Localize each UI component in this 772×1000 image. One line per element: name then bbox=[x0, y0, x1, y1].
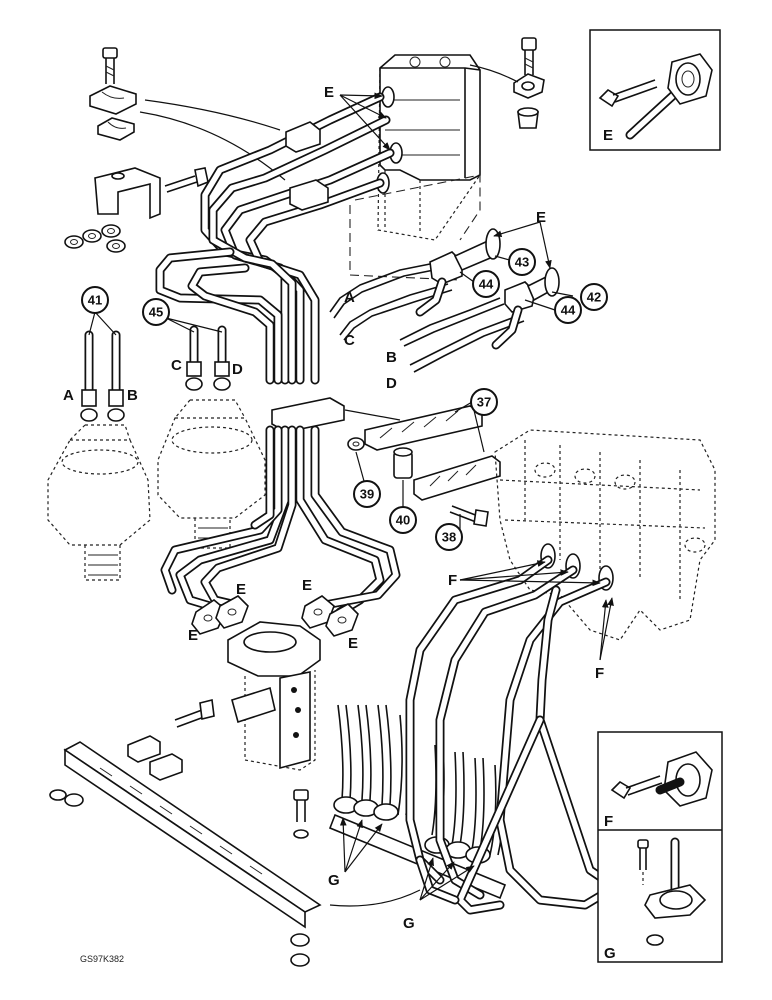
label-e-detail: E bbox=[603, 127, 613, 144]
svg-text:43: 43 bbox=[515, 255, 529, 270]
rotary-motor-left bbox=[47, 424, 151, 581]
svg-text:40: 40 bbox=[396, 513, 410, 528]
washer-39 bbox=[347, 437, 365, 451]
pipe-clamp-top bbox=[89, 85, 137, 141]
detail-e-box bbox=[589, 29, 721, 151]
strap-nuts bbox=[49, 789, 310, 967]
label-e-bl1: E bbox=[236, 581, 246, 598]
label-a-top: A bbox=[344, 289, 355, 306]
svg-text:38: 38 bbox=[442, 530, 456, 545]
label-e-right: E bbox=[536, 209, 546, 226]
label-b-top: B bbox=[386, 349, 397, 366]
lower-manifold-pipes bbox=[405, 555, 617, 915]
mounting-bracket bbox=[94, 167, 161, 220]
callout-41: 41 bbox=[81, 286, 109, 314]
callout-43: 43 bbox=[508, 248, 536, 276]
tee-fittings bbox=[415, 228, 560, 350]
mounting-strap bbox=[63, 741, 322, 929]
hose-fittings-45 bbox=[185, 325, 231, 391]
svg-text:39: 39 bbox=[360, 487, 374, 502]
clamp-bolt bbox=[102, 47, 118, 84]
svg-text:42: 42 bbox=[587, 290, 601, 305]
label-a-motor: A bbox=[63, 387, 74, 404]
lower-clamp bbox=[127, 735, 183, 781]
strap-bolt bbox=[293, 789, 309, 839]
bolt-38 bbox=[449, 505, 489, 527]
label-d-motor: D bbox=[232, 361, 243, 378]
detail-fg-box bbox=[597, 731, 723, 963]
nuts-and-washers bbox=[64, 224, 126, 253]
label-f-lower: F bbox=[595, 665, 604, 682]
upper-pipe-bundle bbox=[155, 92, 395, 385]
label-e-top: E bbox=[324, 84, 334, 101]
svg-text:37: 37 bbox=[477, 395, 491, 410]
bracket-bolt bbox=[164, 167, 209, 193]
callout-40: 40 bbox=[389, 506, 417, 534]
letter-labels: E E E A C B D A B C D E E E E F F F G G … bbox=[63, 84, 616, 962]
valve-bolt bbox=[174, 699, 215, 728]
control-valve-block bbox=[349, 54, 481, 281]
rotary-motor-right bbox=[157, 399, 266, 549]
hose-fittings-41 bbox=[80, 330, 125, 422]
drawing-code: GS97K382 bbox=[80, 954, 124, 964]
callout-39: 39 bbox=[353, 480, 381, 508]
pipe-lines-abcd bbox=[329, 261, 525, 373]
leader-arrows bbox=[88, 92, 614, 901]
svg-text:44: 44 bbox=[479, 277, 494, 292]
label-b-motor: B bbox=[127, 387, 138, 404]
callout-38: 38 bbox=[435, 523, 463, 551]
label-f-main: F bbox=[448, 572, 457, 589]
label-g-right: G bbox=[403, 915, 415, 932]
plug bbox=[517, 107, 539, 129]
label-e-bl2: E bbox=[188, 627, 198, 644]
callout-44b: 44 bbox=[554, 296, 582, 324]
spacer-40 bbox=[393, 447, 413, 479]
label-g-detail: G bbox=[604, 945, 616, 962]
label-e-br2: E bbox=[348, 635, 358, 652]
svg-text:45: 45 bbox=[149, 305, 163, 320]
priority-valve bbox=[227, 621, 321, 771]
middle-pipe-clamp bbox=[271, 397, 401, 433]
svg-text:44: 44 bbox=[561, 303, 576, 318]
label-f-detail: F bbox=[604, 813, 613, 830]
callout-44a: 44 bbox=[472, 270, 500, 298]
bottom-flanges bbox=[191, 595, 359, 637]
callout-45: 45 bbox=[142, 298, 170, 326]
label-c-motor: C bbox=[171, 357, 182, 374]
lower-pipe-run bbox=[160, 425, 401, 617]
washer bbox=[513, 73, 545, 99]
cap-screw bbox=[521, 37, 537, 75]
label-d-top: D bbox=[386, 375, 397, 392]
label-g-left: G bbox=[328, 872, 340, 889]
label-e-br1: E bbox=[302, 577, 312, 594]
svg-text:41: 41 bbox=[88, 293, 102, 308]
callout-42: 42 bbox=[580, 283, 608, 311]
clamp-halves-37 bbox=[364, 405, 501, 501]
label-c-top: C bbox=[344, 332, 355, 349]
callout-37: 37 bbox=[470, 388, 498, 416]
